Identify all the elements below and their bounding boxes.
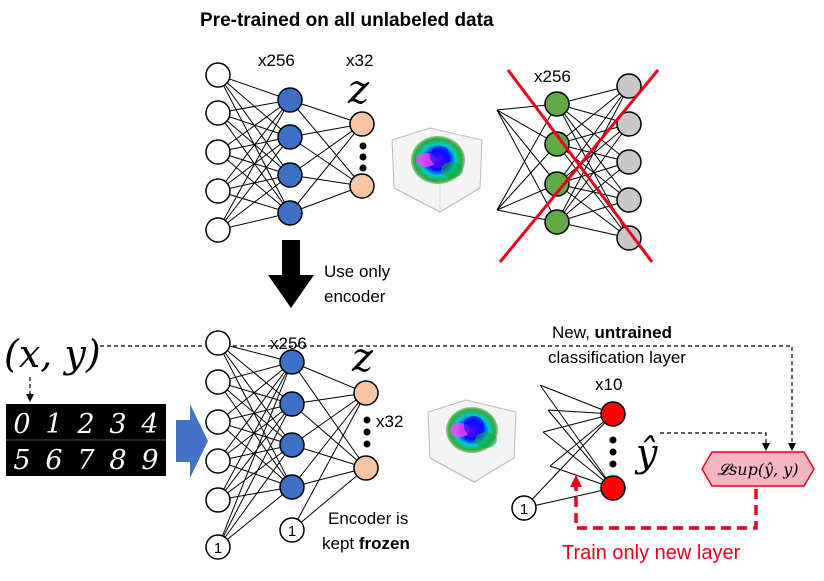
digit-tile: 6: [45, 445, 62, 476]
input-node: [205, 487, 231, 513]
bottom-connections: [217, 342, 614, 548]
input-node: [205, 409, 231, 435]
hidden-node: [279, 391, 305, 417]
digit-tile: 3: [109, 409, 126, 440]
svg-text:1: 1: [520, 501, 528, 518]
digit-tile: 9: [141, 445, 158, 476]
reconstruction-node: [616, 73, 642, 99]
top-hidden-layer: [277, 87, 303, 226]
hidden-node: [277, 200, 303, 226]
top-latent-ellipsis: [359, 142, 367, 172]
bottom-latent-count: x32: [376, 412, 403, 431]
use-encoder-label-1: Use only: [324, 262, 391, 281]
class-node: [600, 401, 626, 427]
latent-node: [349, 173, 375, 199]
bottom-embedding-plot: [427, 399, 517, 483]
top-latent-layer: [349, 111, 375, 199]
svg-text:𝓛sup(ŷ, y): 𝓛sup(ŷ, y): [717, 460, 798, 479]
decoder-count: x256: [534, 67, 571, 86]
latent-bias-node: 1: [279, 517, 305, 543]
classification-layer: [600, 401, 626, 501]
top-hidden-count: x256: [258, 51, 295, 70]
reconstruction-node: [616, 225, 642, 251]
svg-text:1: 1: [214, 540, 222, 557]
input-node: [205, 330, 231, 356]
decoder-node: [544, 91, 570, 117]
hidden-node: [277, 162, 303, 188]
hidden-node: [279, 349, 305, 375]
train-only-new-layer-label: Train only new layer: [562, 542, 741, 564]
decoder-output-layer: [616, 73, 642, 251]
reconstruction-node: [616, 187, 642, 213]
top-connections: [217, 74, 630, 239]
decoder-discard-cross: [498, 69, 660, 263]
digit-tile: 4: [140, 409, 158, 440]
input-pair-label: (x, y): [4, 332, 101, 376]
hidden-node: [277, 124, 303, 150]
use-encoder-label-2: encoder: [324, 287, 386, 306]
hidden-node: [279, 432, 305, 458]
frozen-note-line-1: Encoder is: [328, 509, 408, 528]
prediction-symbol: ŷ: [634, 431, 658, 475]
use-encoder-arrow: [268, 240, 314, 308]
bottom-input-layer: [205, 330, 231, 513]
digit-tile: 2: [76, 409, 94, 440]
top-latent-symbol: z: [347, 67, 370, 113]
decoder-hidden-layer: [544, 91, 570, 235]
output-count: x10: [595, 375, 622, 394]
mnist-digits-grid: 0 1 2 3 4 5 6 7 8 9: [6, 404, 166, 476]
reconstruction-node: [616, 149, 642, 175]
input-node: [205, 217, 231, 243]
top-embedding-plot: [391, 127, 483, 213]
digit-tile: 5: [13, 445, 30, 476]
bottom-hidden-layer: [279, 349, 305, 500]
bottom-latent-symbol: z: [351, 335, 374, 381]
bottom-latent-layer: [353, 380, 379, 481]
digit-tile: 7: [77, 445, 95, 476]
digit-tile: 1: [45, 409, 62, 440]
digit-tile: 0: [13, 409, 30, 440]
class-node: [600, 475, 626, 501]
diagram-title: Pre-trained on all unlabeled data: [200, 10, 494, 31]
svg-text:1: 1: [288, 523, 296, 540]
input-node: [205, 178, 231, 204]
hidden-node: [277, 87, 303, 113]
new-layer-note-line-2: classification layer: [548, 348, 686, 367]
input-node: [205, 139, 231, 165]
encoder-bias-node: 1: [205, 534, 231, 560]
decoder-node: [544, 209, 570, 235]
bottom-latent-ellipsis: [363, 416, 371, 448]
prediction-to-loss-line: [660, 432, 770, 451]
input-node: [205, 448, 231, 474]
latent-node: [353, 455, 379, 481]
classifier-bias-node: 1: [511, 495, 537, 521]
digit-tile: 8: [109, 445, 126, 476]
class-ellipsis: [609, 436, 617, 468]
supervised-loss-box: 𝓛sup(ŷ, y): [701, 451, 815, 487]
input-node: [205, 62, 231, 88]
bottom-hidden-count: x256: [270, 334, 307, 353]
new-layer-note-line-1: New, untrained: [552, 323, 672, 342]
reconstruction-node: [616, 111, 642, 137]
decoder-node: [544, 171, 570, 197]
frozen-note-line-2: kept frozen: [322, 534, 410, 553]
latent-node: [353, 380, 379, 406]
latent-node: [349, 111, 375, 137]
input-node: [205, 369, 231, 395]
decoder-node: [544, 131, 570, 157]
top-latent-count: x32: [346, 51, 373, 70]
hidden-node: [279, 474, 305, 500]
train-feedback-path: [570, 475, 758, 530]
input-node: [205, 100, 231, 126]
input-feed-arrow: [176, 404, 208, 478]
top-input-layer: [205, 62, 231, 243]
